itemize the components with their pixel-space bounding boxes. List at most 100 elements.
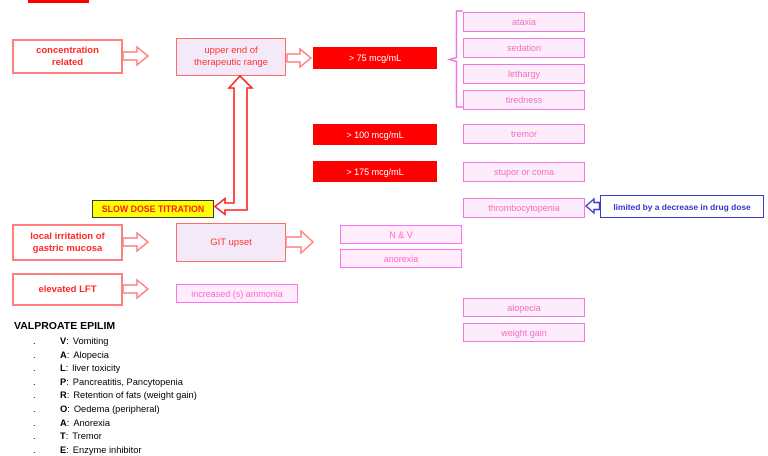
concentration-related-line2: related: [51, 56, 84, 68]
alopecia-box: alopecia: [463, 298, 585, 317]
arrow-local-irritation-to-git: [122, 231, 150, 253]
tremor-box: tremor: [463, 124, 585, 144]
arrow-slow-dose-to-upper-end: [213, 74, 254, 217]
lethargy-box: lethargy: [463, 64, 585, 84]
level-100-box: > 100 mcg/mL: [313, 124, 437, 145]
bullet-dot: .: [33, 363, 36, 374]
mnemonic-item-a1: . A:Alopecia: [14, 349, 197, 363]
mnemonic-letter: R: [60, 390, 67, 401]
mnemonic-letter: P: [60, 376, 67, 387]
cns-effects-bracket: [446, 10, 463, 108]
mnemonic-item-o: . O:Oedema (peripheral): [14, 403, 197, 417]
git-upset-box: GIT upset: [176, 223, 286, 262]
bullet-dot: .: [33, 431, 36, 442]
mnemonic-text: Retention of fats (weight gain): [73, 390, 197, 401]
mnemonic-item-t: . T:Tremor: [14, 430, 197, 444]
alopecia-label: alopecia: [507, 302, 541, 313]
mnemonic-item-a2: . A:Anorexia: [14, 417, 197, 431]
limited-by-dose-note-label: limited by a decrease in drug dose: [613, 201, 751, 212]
mnemonic-separator: :: [66, 444, 69, 455]
mnemonic-list: VALPROATE EPILIM .V:Vomiting .A:Alopecia…: [14, 320, 197, 456]
mnemonic-item-e: . E:Enzyme inhibitor: [14, 444, 197, 456]
mnemonic-separator: :: [65, 431, 69, 442]
tiredness-box: tiredness: [463, 90, 585, 110]
anorexia-label: anorexia: [383, 253, 419, 264]
sedation-label: sedation: [506, 43, 542, 53]
mnemonic-item-l: . L:liver toxicity: [14, 362, 197, 376]
elevated-lft-label: elevated LFT: [38, 283, 97, 295]
mnemonic-text: Enzyme inhibitor: [72, 444, 142, 455]
mnemonic-item-p: . P:Pancreatitis, Pancytopenia: [14, 376, 197, 390]
mnemonic-item-v: . V:Vomiting: [14, 335, 197, 349]
elevated-lft-box: elevated LFT: [12, 273, 123, 306]
sedation-box: sedation: [463, 38, 585, 58]
level-75-label: > 75 mcg/mL: [348, 53, 402, 63]
level-175-label: > 175 mcg/mL: [346, 166, 404, 177]
weight-gain-label: weight gain: [501, 327, 547, 338]
mnemonic-text: Anorexia: [73, 417, 111, 428]
upper-end-line1: upper end of: [204, 45, 258, 56]
arrow-elevated-lft-to-ammonia: [122, 278, 150, 300]
mnemonic-letter: E: [60, 444, 67, 455]
mnemonic-text: Tremor: [72, 431, 102, 442]
mnemonic-text: Alopecia: [73, 349, 109, 360]
mnemonic-text: liver toxicity: [72, 363, 121, 374]
increased-ammonia-label: increased (s) ammonia: [191, 288, 283, 299]
level-100-label: > 100 mcg/mL: [346, 129, 404, 140]
bullet-dot: .: [33, 336, 36, 346]
bullet-dot: .: [33, 390, 36, 401]
cropped-box-fragment: [28, 0, 89, 3]
arrow-concentration-to-upper-end: [122, 45, 150, 67]
bullet-dot: .: [33, 403, 36, 414]
mnemonic-separator: :: [66, 336, 69, 346]
concentration-related-line1: concentration: [36, 44, 99, 56]
upper-end-line2: therapeutic range: [194, 57, 268, 68]
mnemonic-text: Oedema (peripheral): [73, 403, 160, 414]
mnemonic-separator: :: [66, 417, 70, 428]
nausea-vomiting-label: N & V: [389, 229, 413, 240]
mnemonic-separator: :: [66, 390, 70, 401]
weight-gain-box: weight gain: [463, 323, 585, 342]
stupor-or-coma-box: stupor or coma: [463, 162, 585, 182]
arrow-upper-end-to-75: [286, 47, 313, 69]
tremor-label: tremor: [510, 129, 537, 139]
mnemonic-letter: L: [60, 363, 66, 374]
arrow-git-to-nv: [285, 229, 315, 255]
mnemonic-letter: A: [60, 417, 67, 428]
mnemonic-letter: T: [60, 431, 66, 442]
limited-by-dose-note-box: limited by a decrease in drug dose: [600, 195, 764, 218]
bullet-dot: .: [33, 376, 36, 387]
local-irritation-line1: local irritation of: [30, 230, 105, 242]
thrombocytopenia-box: thrombocytopenia: [463, 198, 585, 218]
mnemonic-letter: V: [60, 336, 67, 346]
mnemonic-separator: :: [65, 363, 69, 374]
mnemonic-letter: A: [60, 349, 67, 360]
bullet-dot: .: [33, 417, 36, 428]
mnemonic-separator: :: [66, 349, 70, 360]
ataxia-label: ataxia: [511, 17, 537, 27]
anorexia-box: anorexia: [340, 249, 462, 268]
bullet-dot: .: [33, 349, 36, 360]
mnemonic-text: Vomiting: [72, 336, 109, 346]
level-175-box: > 175 mcg/mL: [313, 161, 437, 182]
thrombocytopenia-label: thrombocytopenia: [488, 203, 560, 213]
slow-dose-titration-label: SLOW DOSE TITRATION: [101, 204, 205, 214]
tiredness-label: tiredness: [505, 95, 543, 105]
increased-ammonia-box: increased (s) ammonia: [176, 284, 298, 303]
local-irritation-box: local irritation of gastric mucosa: [12, 224, 123, 261]
mnemonic-separator: :: [66, 376, 69, 387]
upper-end-therapeutic-range-box: upper end of therapeutic range: [176, 38, 286, 76]
mnemonic-item-r: . R:Retention of fats (weight gain): [14, 389, 197, 403]
arrow-note-to-thrombocytopenia: [584, 197, 601, 215]
mnemonic-letter: O: [60, 403, 68, 414]
concentration-related-box: concentration related: [12, 39, 123, 74]
mnemonic-title: VALPROATE EPILIM: [14, 320, 116, 332]
lethargy-label: lethargy: [507, 69, 541, 79]
slow-dose-titration-box: SLOW DOSE TITRATION: [92, 200, 214, 218]
bullet-dot: .: [33, 444, 36, 455]
level-75-box: > 75 mcg/mL: [313, 47, 437, 69]
nausea-vomiting-box: N & V: [340, 225, 462, 244]
mnemonic-text: Pancreatitis, Pancytopenia: [72, 376, 183, 387]
mnemonic-separator: :: [67, 403, 70, 414]
